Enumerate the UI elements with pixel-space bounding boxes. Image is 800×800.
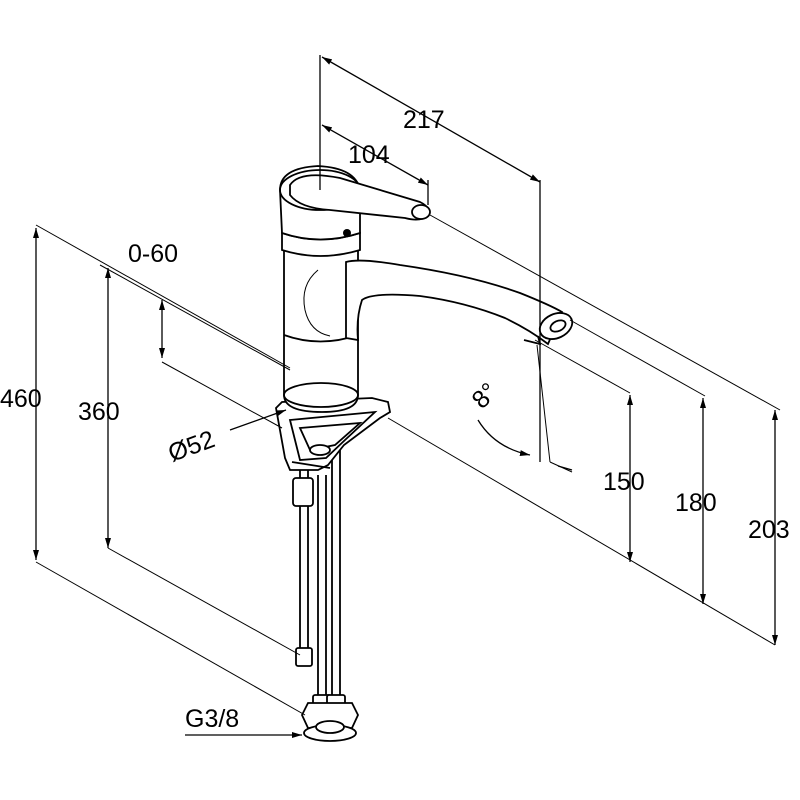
dim-217-label: 217 <box>403 106 445 134</box>
dim-460-label: 460 <box>0 385 42 413</box>
dim-203-label: 203 <box>748 516 790 544</box>
dim-104-label: 104 <box>348 141 390 169</box>
dim-angle-label: 8° <box>466 378 503 415</box>
dim-360-label: 360 <box>78 398 120 426</box>
dimension-lines <box>33 55 781 738</box>
dim-diameter-label: Ø52 <box>164 425 218 467</box>
supply-hoses <box>292 440 359 742</box>
dim-0-60-label: 0-60 <box>128 240 178 268</box>
spout <box>345 259 574 346</box>
dimension-labels: 217 104 0-60 460 360 Ø52 8° 150 180 203 … <box>0 106 790 733</box>
mounting-bracket <box>275 397 392 471</box>
dim-thread-label: G3/8 <box>185 705 239 733</box>
faucet-body <box>275 165 574 742</box>
dim-150-label: 150 <box>603 468 645 496</box>
dim-180-label: 180 <box>675 489 717 517</box>
